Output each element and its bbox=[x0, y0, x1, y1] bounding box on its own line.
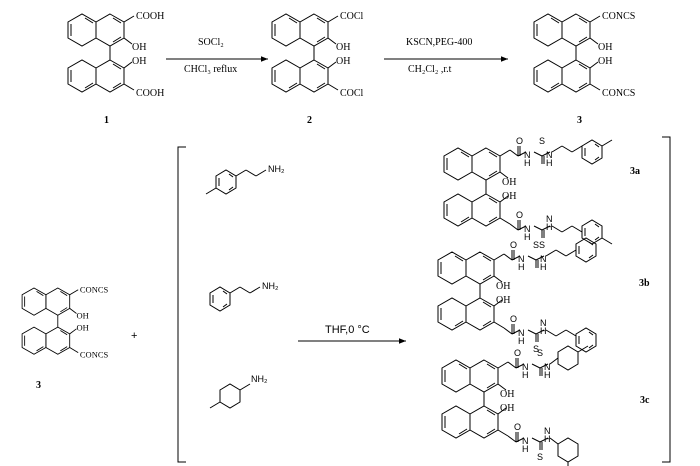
compound-3-label: 3 bbox=[577, 115, 582, 126]
step-1-reagent-top: SOCl₂ bbox=[198, 37, 224, 48]
product-3b-top-s: S bbox=[533, 240, 539, 250]
product-3b-bottom-n2: N bbox=[540, 318, 547, 328]
product-3c-top-oh: OH bbox=[500, 389, 514, 400]
product-3b-top-h1: H bbox=[518, 262, 525, 272]
start-compound-3: CONCS OH OH CONCS bbox=[21, 284, 109, 360]
product-3b-bottom-s: S bbox=[533, 344, 539, 354]
compound-1-bottom-group: COOH bbox=[136, 88, 164, 99]
compound-1: COOH OH OH COOH bbox=[67, 11, 164, 99]
amine-phenethyl: NH₂ bbox=[209, 281, 279, 312]
step-2-reagent-bottom: CH₂Cl₂ ,r.t bbox=[408, 64, 452, 75]
product-3a-bottom-n2: N bbox=[546, 214, 553, 224]
compound-3: CONCS OH OH CONCS bbox=[533, 11, 635, 99]
product-3c-top-n2: N bbox=[544, 362, 551, 372]
product-3c-top-h1: H bbox=[522, 370, 529, 380]
product-3b: OH OH O N H S N H O N H S N H bbox=[437, 237, 597, 354]
product-3a-top-oh: OH bbox=[502, 177, 516, 188]
step-2-reagent-top: KSCN,PEG-400 bbox=[406, 37, 472, 48]
compound-3-bottom-group: CONCS bbox=[602, 88, 635, 99]
product-3a-top-h1: H bbox=[524, 158, 531, 168]
product-3a-top-h2: H bbox=[546, 158, 553, 168]
product-3c-top-h2: H bbox=[544, 370, 551, 380]
product-3b-top-n2: N bbox=[540, 254, 547, 264]
compound-3-bottom-oh: OH bbox=[598, 56, 612, 67]
product-3c-bottom-n2: N bbox=[544, 426, 551, 436]
product-3b-label: 3b bbox=[639, 278, 650, 289]
product-3b-bottom-oh: OH bbox=[496, 295, 510, 306]
product-3b-bottom-o: O bbox=[510, 314, 517, 324]
compound-2-top-oh: OH bbox=[336, 42, 350, 53]
product-3a-bottom-h1: H bbox=[524, 232, 531, 242]
left-bracket bbox=[177, 146, 186, 463]
product-3c-top-s: S bbox=[537, 348, 543, 358]
compound-1-top-group: COOH bbox=[136, 11, 164, 22]
product-3c-bottom-o: O bbox=[514, 422, 521, 432]
product-3a-bottom-h2: H bbox=[546, 222, 553, 232]
step-1-reagent-bottom: CHCl₃ reflux bbox=[184, 64, 237, 75]
start-3-top-oh: OH bbox=[77, 311, 89, 321]
compound-3-top-group: CONCS bbox=[602, 11, 635, 22]
amine-1-group: NH₂ bbox=[268, 164, 285, 174]
product-3c-bottom-s: S bbox=[537, 452, 543, 462]
amine-2-group: NH₂ bbox=[262, 281, 279, 291]
product-3b-bottom-n1: N bbox=[518, 328, 525, 338]
compound-1-top-oh: OH bbox=[132, 42, 146, 53]
step-3-condition: THF,0 °C bbox=[325, 324, 370, 336]
product-3a-bottom-n1: N bbox=[524, 224, 531, 234]
right-bracket bbox=[662, 136, 671, 463]
product-3b-top-oh: OH bbox=[496, 281, 510, 292]
product-3b-top-o: O bbox=[510, 240, 517, 250]
product-3b-bottom-h1: H bbox=[518, 336, 525, 346]
product-3a-bottom-oh: OH bbox=[502, 191, 516, 202]
product-3c-bottom-n1: N bbox=[522, 436, 529, 446]
product-3c-bottom-h2: H bbox=[544, 434, 551, 444]
compound-2-top-group: COCl bbox=[340, 11, 364, 22]
product-3b-top-n1: N bbox=[518, 254, 525, 264]
compound-3-top-oh: OH bbox=[598, 42, 612, 53]
product-3a-top-n2: N bbox=[546, 150, 553, 160]
product-3b-top-h2: H bbox=[540, 262, 547, 272]
compound-1-bottom-oh: OH bbox=[132, 56, 146, 67]
start-3-bottom-group: CONCS bbox=[80, 350, 109, 360]
amine-3-group: NH₂ bbox=[251, 374, 268, 384]
product-3a: OH OH O N H S N H O N H S N H bbox=[443, 136, 613, 250]
product-3a-bottom-s: S bbox=[539, 240, 545, 250]
product-3b-bottom-h2: H bbox=[540, 326, 547, 336]
product-3c-top-o: O bbox=[514, 348, 521, 358]
compound-1-label: 1 bbox=[104, 115, 109, 126]
compound-2: COCl OH OH COCl bbox=[271, 11, 364, 99]
product-3a-top-s: S bbox=[539, 136, 545, 146]
product-3c-top-n1: N bbox=[522, 362, 529, 372]
product-3c-bottom-h1: H bbox=[522, 444, 529, 454]
product-3c: OH OH O N H S N H O N H S N H bbox=[441, 345, 589, 466]
compound-2-bottom-oh: OH bbox=[336, 56, 350, 67]
product-3a-top-o: O bbox=[516, 136, 523, 146]
start-3-top-group: CONCS bbox=[80, 284, 109, 294]
plus-sign: + bbox=[131, 330, 137, 342]
product-3c-bottom-oh: OH bbox=[500, 403, 514, 414]
compound-2-label: 2 bbox=[307, 115, 312, 126]
compound-2-bottom-group: COCl bbox=[340, 88, 364, 99]
amine-tolylethyl: NH₂ bbox=[205, 164, 285, 195]
product-3c-label: 3c bbox=[640, 395, 650, 406]
start-3-label: 3 bbox=[36, 380, 41, 391]
start-3-bottom-oh: OH bbox=[77, 323, 89, 333]
amine-methylcyclohexyl: NH₂ bbox=[209, 374, 268, 409]
product-3a-top-n1: N bbox=[524, 150, 531, 160]
product-3a-bottom-o: O bbox=[516, 210, 523, 220]
product-3a-label: 3a bbox=[630, 166, 640, 177]
